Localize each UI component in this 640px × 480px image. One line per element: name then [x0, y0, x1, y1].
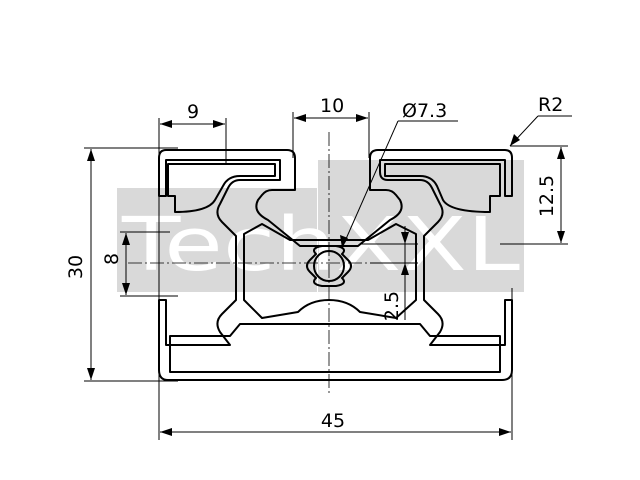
dimension-lines — [87, 114, 572, 436]
profile — [158, 149, 513, 381]
arrow-core-top — [122, 233, 130, 245]
arrow-width-left — [160, 428, 172, 436]
arrow-width-right — [499, 428, 511, 436]
label-width: 45 — [321, 410, 345, 432]
watermark-block-left — [117, 188, 317, 292]
arrow-offset-bottom — [401, 263, 409, 275]
profile-core — [243, 223, 417, 319]
arrow-slot-width-left — [160, 120, 172, 128]
dimension-labels: 9 10 Ø7.3 R2 30 8 12.5 2.5 45 — [65, 94, 563, 432]
arrow-depth-bottom — [557, 231, 565, 243]
label-bore-diameter: Ø7.3 — [402, 100, 447, 122]
arrow-height-top — [87, 149, 95, 161]
label-radius: R2 — [538, 94, 563, 116]
arrow-height-bottom — [87, 368, 95, 380]
label-core-height: 8 — [101, 253, 123, 265]
leader-bore-diameter — [341, 120, 399, 249]
arrow-center-width-right — [356, 114, 368, 122]
label-bore-offset: 2.5 — [381, 291, 403, 321]
arrow-center-width-left — [294, 114, 306, 122]
center-bore-inner — [313, 250, 345, 282]
arrow-bore-diameter — [340, 235, 348, 248]
label-slot-width: 9 — [187, 101, 199, 123]
profile-inner-top-right — [384, 163, 501, 213]
profile-inner-bottom — [169, 323, 501, 373]
label-height: 30 — [65, 255, 87, 279]
arrow-core-bottom — [122, 283, 130, 295]
center-lines — [128, 132, 418, 395]
center-bore — [306, 245, 352, 287]
arrow-depth-top — [557, 147, 565, 159]
arrow-slot-width-right — [213, 120, 225, 128]
profile-inner-top-left — [167, 163, 276, 213]
watermark-block-right — [318, 160, 524, 292]
arrow-radius — [510, 134, 520, 146]
arrow-offset-top — [401, 232, 409, 244]
label-slot-depth: 12.5 — [536, 175, 558, 217]
label-center-width: 10 — [320, 95, 344, 117]
watermark: TechXXL — [117, 160, 524, 292]
